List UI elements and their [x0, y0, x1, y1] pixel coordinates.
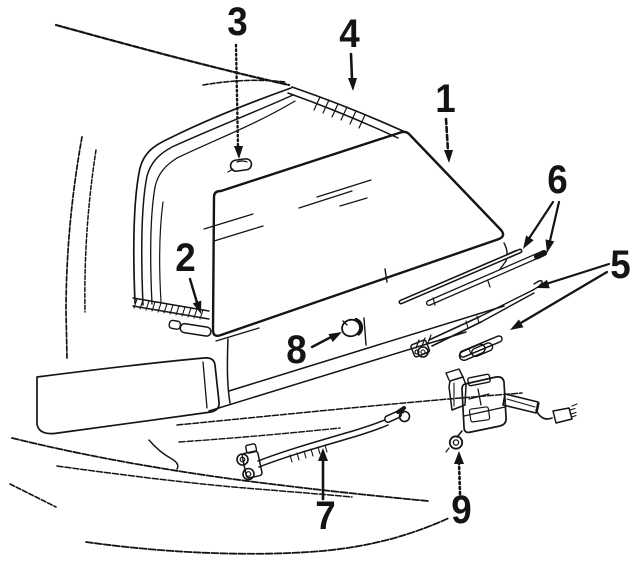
callout-label-1: 1	[435, 77, 455, 121]
callout-label-5: 5	[610, 243, 630, 287]
back-glass	[204, 132, 503, 336]
callout-label-2: 2	[175, 236, 195, 280]
liftgate-crease-upper	[229, 306, 504, 391]
upper-molding	[288, 87, 405, 138]
wiper-blade	[401, 251, 544, 306]
motor-housing	[503, 394, 538, 413]
liftgate-crease-lower	[209, 332, 466, 411]
harness-wire	[536, 410, 552, 419]
glass-reflections	[204, 180, 371, 241]
callout-label-4: 4	[339, 12, 359, 56]
bumper-top-edge	[12, 438, 428, 501]
hose-corrugation	[290, 445, 327, 462]
arrow-6a	[528, 202, 553, 240]
wiper-motor	[418, 342, 577, 452]
callout-label-8: 8	[286, 328, 306, 372]
wiper-arm	[410, 281, 542, 358]
arrow-1	[446, 119, 448, 151]
motor-body	[462, 377, 506, 433]
glass-outline	[213, 132, 503, 336]
arrow-3	[236, 45, 238, 147]
molding-hatch-ticks	[314, 97, 365, 128]
callout-label-6: 6	[547, 158, 567, 202]
callout-label-3: 3	[227, 0, 247, 44]
hose-line	[258, 419, 387, 461]
arrow-8	[312, 336, 333, 347]
molding-hatch	[134, 299, 203, 319]
arrow-6b	[549, 202, 559, 245]
callout-label-9: 9	[451, 488, 471, 532]
tail-lamp	[37, 358, 219, 434]
trim-strip	[180, 323, 212, 337]
grommet	[340, 317, 362, 338]
harness-connector	[553, 408, 572, 423]
motor-pivot-ball	[450, 436, 462, 448]
arrow-5a	[546, 264, 609, 284]
body-side-edge	[66, 137, 82, 358]
roof-line	[56, 25, 289, 85]
side-molding	[133, 298, 212, 337]
arrow-5b	[519, 272, 607, 324]
glass-clip	[228, 158, 252, 172]
pivot-grommet	[418, 347, 428, 357]
arrow-2	[190, 279, 198, 306]
washer-hose	[237, 408, 410, 480]
arrow-9	[459, 462, 460, 494]
callout-label-7: 7	[315, 494, 335, 538]
bumper-bottom-edge	[86, 518, 449, 554]
arrow-4	[351, 54, 352, 79]
callout-arrows	[190, 45, 609, 499]
